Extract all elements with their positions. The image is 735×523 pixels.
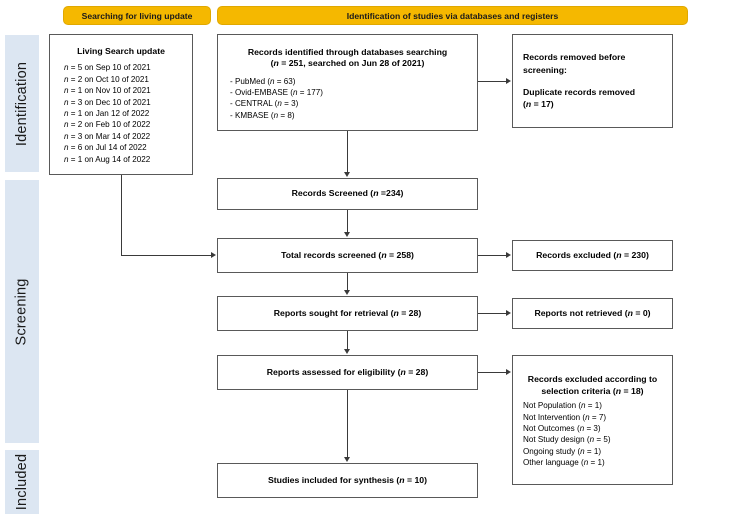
box-records-excluded: Records excluded (n = 230) (512, 240, 673, 271)
banner-right-label: Identification of studies via databases … (346, 10, 559, 21)
connector-sought-to-assessed (347, 331, 349, 349)
arrowhead-assessed-to-included (343, 457, 350, 462)
arrowhead-total-to-sought (343, 290, 350, 295)
records-removed-line1: Records removed before (523, 52, 626, 63)
arrowhead-screened-to-total (343, 232, 350, 237)
list-item: n = 1 on Aug 14 of 2022 (64, 154, 151, 164)
excluded-criteria-reasons: Not Population (n = 1)Not Intervention (… (521, 400, 664, 469)
box-living-search-update: Living Search update n = 5 on Sep 10 of … (49, 34, 193, 175)
connector-identified-to-removed (478, 81, 506, 83)
stage-bar-identification: Identification (5, 35, 39, 172)
banner-identification-studies: Identification of studies via databases … (217, 6, 688, 25)
total-records-screened-label: Total records screened (n = 258) (281, 249, 414, 260)
records-identified-line1: Records identified through databases sea… (247, 46, 448, 57)
records-identified-sources: - PubMed (n = 63) - Ovid-EMBASE (n = 177)… (226, 76, 469, 122)
list-item: n = 1 on Nov 10 of 2021 (64, 86, 151, 96)
list-item: n = 3 on Dec 10 of 2021 (64, 97, 151, 107)
excluded-criteria-line2: selection criteria (n = 18) (541, 385, 644, 396)
list-item: - CENTRAL (n = 3) (230, 99, 299, 109)
connector-total-to-sought (347, 273, 349, 290)
list-item: n = 3 on Mar 14 of 2022 (64, 131, 151, 141)
banner-searching-living-update: Searching for living update (63, 6, 211, 25)
studies-included-label: Studies included for synthesis (n = 10) (267, 474, 428, 485)
arrowhead-total-to-excluded (506, 251, 511, 258)
records-removed-line3: Duplicate records removed (523, 86, 636, 97)
living-search-title: Living Search update (77, 45, 165, 56)
list-item: n = 2 on Feb 10 of 2022 (64, 120, 151, 130)
arrowhead-sought-to-assessed (343, 349, 350, 354)
connector-living-search-right (121, 255, 211, 257)
records-screened-label: Records Screened (n =234) (291, 188, 404, 199)
list-item: Not Population (n = 1) (523, 401, 602, 411)
box-reports-sought-retrieval: Reports sought for retrieval (n = 28) (217, 296, 478, 331)
box-excluded-selection-criteria: Records excluded according to selection … (512, 355, 673, 485)
stage-bar-included: Included (5, 450, 39, 514)
stage-label-identification: Identification (14, 61, 30, 146)
connector-screened-to-total (347, 210, 349, 232)
connector-sought-to-not-retrieved (478, 313, 506, 315)
list-item: - KMBASE (n = 8) (230, 110, 295, 120)
box-reports-not-retrieved: Reports not retrieved (n = 0) (512, 298, 673, 329)
arrowhead-sought-to-not-retrieved (506, 309, 511, 316)
list-item: - Ovid-EMBASE (n = 177) (230, 88, 323, 97)
records-identified-line2: (n = 251, searched on Jun 28 of 2021) (270, 58, 425, 69)
records-excluded-label: Records excluded (n = 230) (536, 249, 649, 260)
records-removed-line4: (n = 17) (523, 99, 554, 110)
list-item: Other language (n = 1) (523, 458, 605, 468)
box-reports-assessed-eligibility: Reports assessed for eligibility (n = 28… (217, 355, 478, 390)
box-studies-included-synthesis: Studies included for synthesis (n = 10) (217, 463, 478, 498)
arrowhead-assessed-to-criteria (506, 368, 511, 375)
connector-assessed-to-included (347, 390, 349, 457)
list-item: n = 5 on Sep 10 of 2021 (64, 63, 151, 73)
list-item: Not Intervention (n = 7) (523, 412, 607, 422)
arrowhead-living-search-to-total (211, 252, 216, 258)
list-item: n = 2 on Oct 10 of 2021 (64, 74, 149, 84)
reports-sought-label: Reports sought for retrieval (n = 28) (273, 307, 422, 318)
list-item: - PubMed (n = 63) (230, 76, 296, 86)
box-records-screened: Records Screened (n =234) (217, 178, 478, 210)
connector-identified-to-screened (347, 131, 349, 172)
reports-not-retrieved-label: Reports not retrieved (n = 0) (534, 307, 651, 318)
banner-left-label: Searching for living update (81, 10, 193, 21)
arrowhead-identified-to-removed (506, 77, 511, 84)
stage-label-included: Included (14, 453, 31, 511)
connector-assessed-to-criteria (478, 372, 506, 374)
arrowhead-identified-to-screened (343, 172, 350, 177)
box-total-records-screened: Total records screened (n = 258) (217, 238, 478, 273)
box-records-removed-before-screening: Records removed before screening: Duplic… (512, 34, 673, 128)
stage-label-screening: Screening (14, 277, 30, 346)
list-item: n = 6 on Jul 14 of 2022 (64, 143, 147, 153)
box-records-identified: Records identified through databases sea… (217, 34, 478, 131)
connector-total-to-excluded (478, 255, 506, 257)
reports-assessed-label: Reports assessed for eligibility (n = 28… (266, 366, 429, 377)
connector-living-search-down (121, 175, 123, 256)
records-removed-line2: screening: (523, 64, 567, 75)
list-item: Ongoing study (n = 1) (523, 446, 602, 456)
list-item: Not Outcomes (n = 3) (523, 424, 601, 433)
stage-bar-screening: Screening (5, 180, 39, 443)
list-item: n = 1 on Jan 12 of 2022 (64, 109, 150, 118)
list-item: Not Study design (n = 5) (523, 435, 611, 445)
excluded-criteria-line1: Records excluded according to (527, 374, 658, 385)
